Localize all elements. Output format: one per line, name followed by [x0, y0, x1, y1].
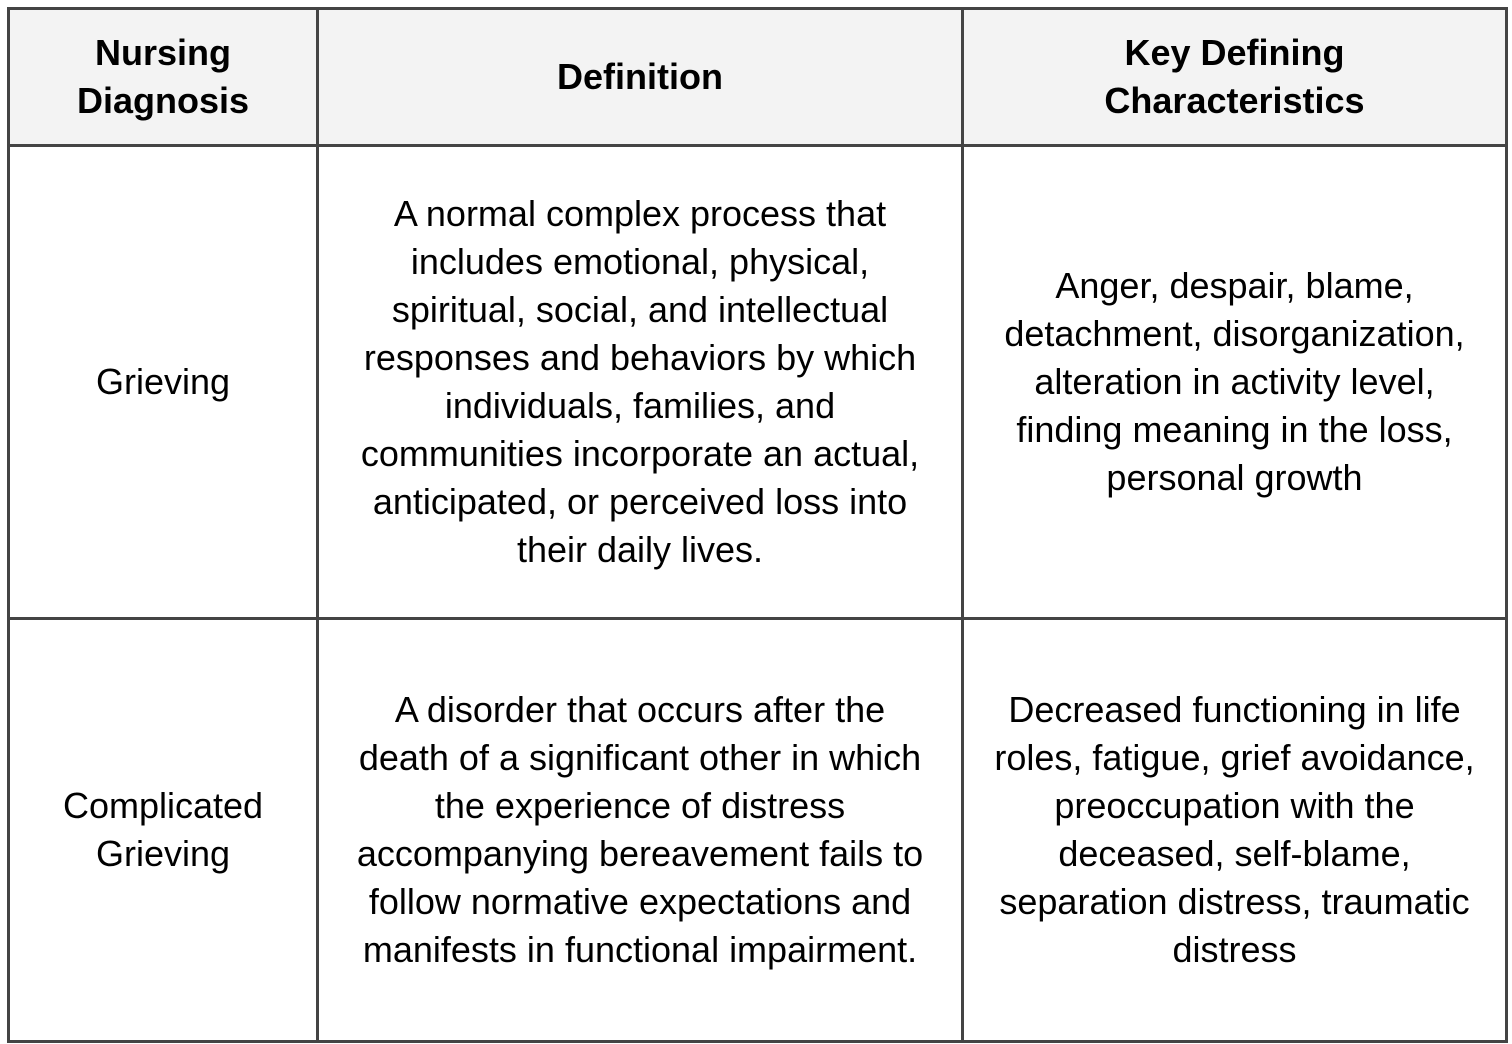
- cell-characteristics: Decreased functioning in life roles, fat…: [961, 617, 1508, 1043]
- cell-definition: A disorder that occurs after the death o…: [316, 617, 964, 1043]
- header-key-defining-characteristics: Key Defining Characteristics: [961, 7, 1508, 147]
- table-row: Grieving A normal complex process that i…: [7, 144, 1508, 620]
- cell-definition: A normal complex process that includes e…: [316, 144, 964, 620]
- nursing-diagnosis-table: Nursing Diagnosis Definition Key Definin…: [7, 7, 1508, 1043]
- header-definition: Definition: [316, 7, 964, 147]
- nursing-diagnosis-table-container: Nursing Diagnosis Definition Key Definin…: [7, 7, 1508, 1043]
- cell-diagnosis: Complicated Grieving: [7, 617, 319, 1043]
- header-row: Nursing Diagnosis Definition Key Definin…: [7, 7, 1508, 147]
- header-nursing-diagnosis: Nursing Diagnosis: [7, 7, 319, 147]
- cell-characteristics: Anger, despair, blame, detachment, disor…: [961, 144, 1508, 620]
- cell-diagnosis: Grieving: [7, 144, 319, 620]
- table-row: Complicated Grieving A disorder that occ…: [7, 617, 1508, 1043]
- table-body: Grieving A normal complex process that i…: [7, 144, 1508, 1043]
- table-header: Nursing Diagnosis Definition Key Definin…: [7, 7, 1508, 147]
